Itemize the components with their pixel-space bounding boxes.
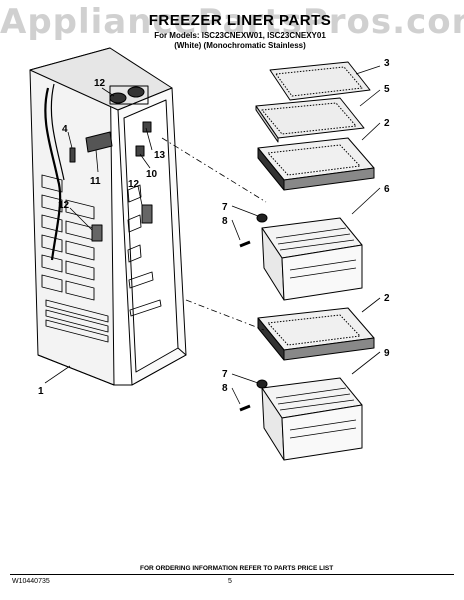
callout-7-upper: 7 xyxy=(222,202,228,213)
freezer-liner xyxy=(29,47,187,386)
page-title: FREEZER LINER PARTS xyxy=(148,12,332,29)
shelf-frame-2-lower xyxy=(257,307,375,361)
callout-13: 13 xyxy=(154,150,166,161)
roller-7-upper xyxy=(256,213,268,223)
callout-9: 9 xyxy=(384,348,390,359)
callout-7-lower: 7 xyxy=(222,369,228,380)
page-number: 5 xyxy=(228,578,232,585)
callout-8-lower: 8 xyxy=(222,383,228,394)
callout-12-right: 12 xyxy=(128,179,140,190)
callout-2-upper: 2 xyxy=(384,118,390,129)
watermark: AppliancePartsPros.com xyxy=(0,2,464,42)
callout-2-lower: 2 xyxy=(384,293,390,304)
models-line: For Models: ISC23CNEXW01, ISC23CNEXY01 xyxy=(154,31,326,40)
callout-4: 4 xyxy=(62,124,68,135)
callout-6: 6 xyxy=(384,184,390,195)
document-number: W10440735 xyxy=(12,578,50,585)
screw-8-lower xyxy=(239,404,251,412)
ordering-note: FOR ORDERING INFORMATION REFER TO PARTS … xyxy=(140,565,334,572)
model-info: For Models: ISC23CNEXW01, ISC23CNEXY01 (… xyxy=(110,31,370,51)
glass-shelf-5 xyxy=(255,97,365,143)
callout-12-top: 12 xyxy=(94,78,106,89)
screw-8-upper xyxy=(239,240,251,248)
callout-5: 5 xyxy=(384,84,390,95)
callout-3: 3 xyxy=(384,58,390,69)
footer-divider xyxy=(10,574,454,575)
callout-8-upper: 8 xyxy=(222,216,228,227)
roller-7-lower xyxy=(256,379,268,389)
callout-1: 1 xyxy=(38,386,44,397)
shelf-frame-2-upper xyxy=(257,137,375,191)
crisper-pan-6 xyxy=(261,217,363,301)
variants-line: (White) (Monochromatic Stainless) xyxy=(174,41,306,50)
callout-12-left: 12 xyxy=(58,200,70,211)
crisper-pan-9 xyxy=(261,377,363,461)
callout-10: 10 xyxy=(146,169,158,180)
callout-11: 11 xyxy=(90,176,101,187)
glass-shelf-3 xyxy=(269,61,371,101)
